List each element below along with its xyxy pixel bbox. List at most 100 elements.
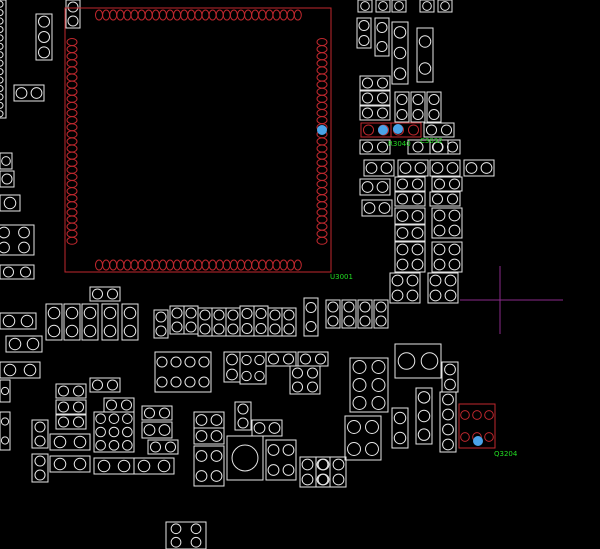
component-q3204[interactable]: [458, 403, 496, 449]
footprint[interactable]: [93, 457, 135, 475]
footprint[interactable]: [63, 303, 81, 341]
footprint[interactable]: [65, 0, 81, 29]
footprint[interactable]: [211, 307, 227, 337]
footprint[interactable]: [375, 0, 391, 13]
footprint[interactable]: [303, 297, 319, 337]
footprint[interactable]: [389, 272, 421, 304]
footprint[interactable]: [431, 207, 463, 239]
footprint[interactable]: [13, 84, 45, 102]
footprint[interactable]: [431, 176, 463, 192]
footprint[interactable]: [429, 159, 461, 177]
footprint[interactable]: [141, 405, 173, 421]
footprint[interactable]: [394, 176, 426, 192]
footprint[interactable]: [391, 0, 407, 13]
footprint[interactable]: [341, 299, 357, 329]
footprint[interactable]: [223, 351, 241, 383]
footprint[interactable]: [267, 307, 283, 337]
footprint[interactable]: [0, 152, 13, 170]
footprint[interactable]: [359, 105, 391, 121]
footprint[interactable]: [0, 312, 37, 330]
footprint[interactable]: [197, 307, 213, 337]
footprint[interactable]: [359, 178, 391, 196]
footprint[interactable]: [101, 303, 119, 341]
footprint[interactable]: [0, 0, 7, 119]
footprint[interactable]: [315, 456, 347, 488]
footprint[interactable]: [299, 456, 331, 488]
footprint[interactable]: [463, 159, 495, 177]
footprint[interactable]: [0, 194, 21, 212]
footprint[interactable]: [183, 305, 199, 335]
footprint[interactable]: [153, 309, 169, 339]
footprint[interactable]: [35, 13, 53, 61]
footprint[interactable]: [419, 0, 435, 13]
footprint[interactable]: [394, 224, 426, 242]
footprint[interactable]: [193, 445, 225, 487]
footprint[interactable]: [374, 17, 390, 57]
footprint[interactable]: [93, 411, 135, 453]
footprint[interactable]: [89, 377, 121, 393]
footprint[interactable]: [410, 91, 426, 123]
footprint[interactable]: [45, 303, 63, 341]
footprint[interactable]: [265, 351, 297, 367]
footprint[interactable]: [225, 307, 241, 337]
footprint[interactable]: [441, 361, 459, 393]
footprint[interactable]: [0, 264, 35, 280]
footprint[interactable]: [431, 241, 463, 273]
footprint[interactable]: [394, 191, 426, 207]
footprint[interactable]: [0, 224, 35, 256]
footprint[interactable]: [31, 419, 49, 449]
footprint[interactable]: [49, 455, 91, 473]
footprint[interactable]: [359, 139, 391, 155]
footprint[interactable]: [239, 351, 267, 385]
footprint[interactable]: [391, 407, 409, 449]
footprint[interactable]: [363, 159, 395, 177]
ic-u3001[interactable]: [64, 7, 332, 273]
footprint[interactable]: [5, 335, 43, 353]
footprint[interactable]: [429, 191, 461, 207]
footprint[interactable]: [349, 357, 389, 413]
footprint[interactable]: [89, 286, 121, 302]
footprint[interactable]: [49, 433, 91, 451]
footprint[interactable]: [55, 399, 87, 415]
footprint[interactable]: [394, 207, 426, 225]
footprint[interactable]: [361, 199, 393, 217]
footprint[interactable]: [133, 457, 175, 475]
highlighted-components[interactable]: [360, 122, 496, 449]
footprint[interactable]: [165, 521, 207, 549]
footprint[interactable]: [193, 427, 225, 445]
footprint[interactable]: [55, 383, 87, 399]
footprint[interactable]: [394, 241, 426, 273]
footprint[interactable]: [325, 299, 341, 329]
footprint[interactable]: [281, 307, 297, 337]
footprint[interactable]: [427, 272, 459, 304]
footprint[interactable]: [416, 27, 434, 83]
footprint[interactable]: [359, 90, 391, 106]
component-footprints[interactable]: [0, 0, 495, 549]
footprint[interactable]: [253, 305, 269, 337]
footprint[interactable]: [154, 351, 212, 393]
footprint[interactable]: [193, 411, 225, 429]
footprint[interactable]: [81, 303, 99, 341]
footprint[interactable]: [265, 439, 297, 481]
footprint[interactable]: [397, 159, 429, 177]
footprint[interactable]: [356, 17, 372, 49]
footprint[interactable]: [169, 305, 185, 335]
footprint[interactable]: [394, 91, 410, 123]
footprint[interactable]: [0, 411, 11, 451]
footprint[interactable]: [423, 122, 455, 138]
footprint[interactable]: [394, 343, 442, 379]
footprint[interactable]: [439, 391, 457, 453]
footprint[interactable]: [234, 401, 252, 431]
footprint[interactable]: [0, 379, 11, 403]
footprint[interactable]: [297, 351, 329, 367]
footprint[interactable]: [141, 421, 173, 439]
footprint[interactable]: [344, 415, 382, 461]
footprint[interactable]: [0, 170, 15, 188]
footprint[interactable]: [357, 299, 373, 329]
footprint[interactable]: [426, 91, 442, 123]
footprint[interactable]: [437, 0, 453, 13]
footprint[interactable]: [429, 139, 461, 155]
footprint[interactable]: [239, 305, 255, 337]
footprint[interactable]: [391, 21, 409, 85]
